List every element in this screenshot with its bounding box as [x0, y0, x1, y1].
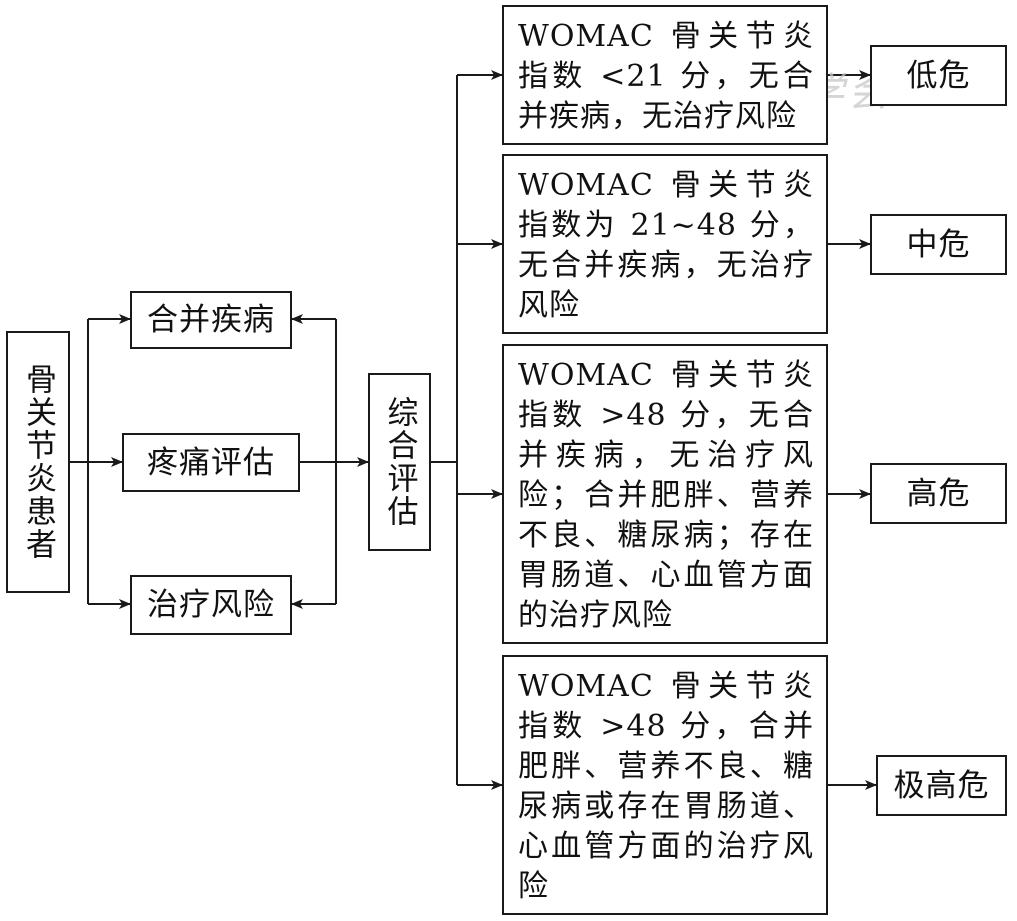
patient-label: 骨关节炎患者 — [20, 363, 56, 561]
factor-pain-label: 疼痛评估 — [147, 444, 275, 481]
criteria-box-3: WOMAC 骨关节炎指数 >48 分，无合并疾病，无治疗风险；合并肥胖、营养不良… — [502, 344, 828, 644]
risk-veryhigh-label: 极高危 — [893, 767, 990, 804]
factor-comorbidity-label: 合并疾病 — [147, 302, 275, 338]
criteria-text-3: WOMAC 骨关节炎指数 >48 分，无合并疾病，无治疗风险；合并肥胖、营养不良… — [518, 358, 814, 633]
patient-box: 骨关节炎患者 — [6, 331, 70, 593]
risk-low-box: 低危 — [870, 45, 1007, 106]
risk-low-label: 低危 — [906, 57, 971, 94]
risk-mid-box: 中危 — [870, 214, 1007, 275]
criteria-box-4: WOMAC 骨关节炎指数 >48 分，合并肥胖、营养不良、糖尿病或存在胃肠道、心… — [502, 655, 828, 915]
criteria-box-2: WOMAC 骨关节炎指数为 21~48 分，无合并疾病，无治疗风险 — [502, 154, 828, 334]
factor-comorbidity-box: 合并疾病 — [130, 291, 292, 349]
risk-mid-label: 中危 — [906, 226, 971, 263]
criteria-box-1: WOMAC 骨关节炎指数 <21 分，无合并疾病，无治疗风险 — [502, 5, 828, 145]
factor-treatment-box: 治疗风险 — [130, 575, 292, 635]
factor-pain-box: 疼痛评估 — [122, 433, 300, 492]
comprehensive-box: 综合评估 — [368, 373, 431, 551]
criteria-text-2: WOMAC 骨关节炎指数为 21~48 分，无合并疾病，无治疗风险 — [518, 168, 814, 323]
criteria-text-4: WOMAC 骨关节炎指数 >48 分，合并肥胖、营养不良、糖尿病或存在胃肠道、心… — [518, 669, 814, 904]
criteria-text-1: WOMAC 骨关节炎指数 <21 分，无合并疾病，无治疗风险 — [518, 19, 814, 134]
comprehensive-label: 综合评估 — [381, 396, 418, 528]
risk-high-label: 高危 — [906, 475, 971, 512]
risk-high-box: 高危 — [870, 463, 1007, 524]
risk-veryhigh-box: 极高危 — [876, 755, 1007, 816]
factor-treatment-label: 治疗风险 — [147, 587, 275, 623]
